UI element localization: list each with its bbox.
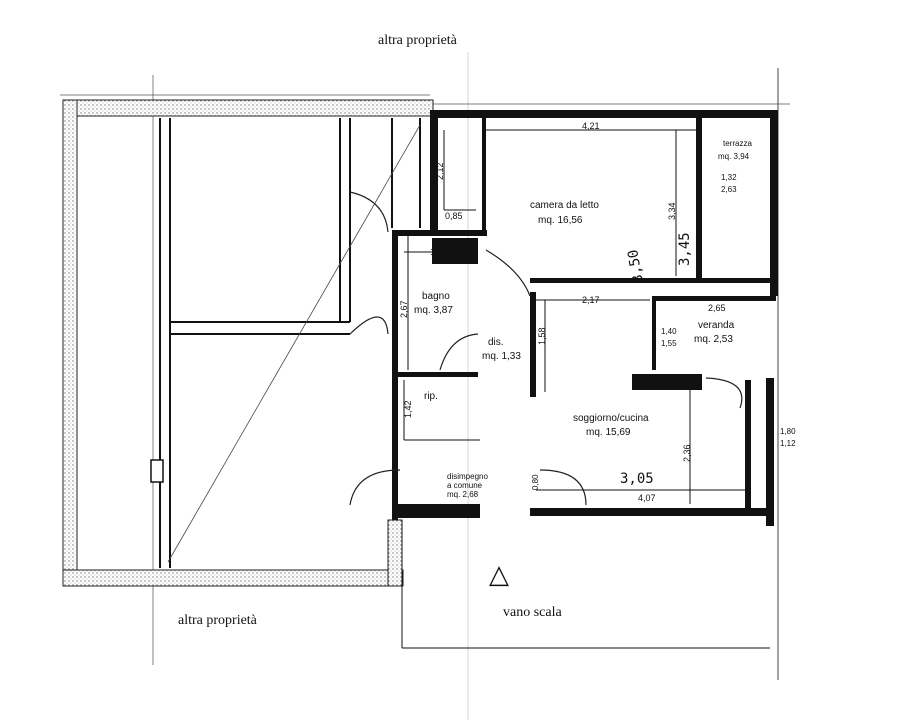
left-block-interior [159, 118, 421, 568]
room-bagno-area: mq. 3,87 [414, 305, 453, 316]
stair-area [401, 520, 770, 649]
diagonal-line [167, 124, 421, 563]
dim-1-40: 1,40 [661, 327, 677, 336]
hand-3-45: 3,45 [677, 232, 693, 266]
room-veranda-name: veranda [698, 320, 735, 331]
room-camera-area: mq. 16,56 [538, 215, 583, 226]
dim-2-17: 2,17 [582, 295, 600, 305]
door-swings [349, 191, 743, 506]
dim-1-42: 1,42 [403, 400, 413, 418]
dim-2-67: 2,67 [399, 300, 409, 318]
dim-1-12: 1,12 [780, 439, 796, 448]
dim-4-21: 4,21 [582, 121, 600, 131]
room-soggiorno-name: soggiorno/cucina [573, 413, 649, 424]
dim-0-80: 0,80 [531, 474, 540, 490]
dimension-lines [403, 129, 750, 504]
dim-1-58: 1,58 [537, 327, 547, 345]
label-vano-scala: vano scala [503, 605, 562, 620]
room-dis-name: dis. [488, 337, 504, 348]
left-block-window [150, 459, 164, 483]
room-terrazza-name: terrazza [723, 139, 752, 148]
label-altra-proprieta-bottom: altra proprietà [178, 613, 257, 628]
dim-0-85: 0,85 [445, 211, 463, 221]
dim-1-45: 1,45 [430, 247, 448, 257]
room-bagno-name: bagno [422, 291, 450, 302]
dim-3-34: 3,34 [667, 202, 677, 220]
room-soggiorno-area: mq. 15,69 [586, 427, 631, 438]
room-terrazza-area: mq. 3,94 [718, 152, 750, 161]
room-camera-name: camera da letto [530, 200, 599, 211]
dim-4-07: 4,07 [638, 493, 656, 503]
left-block-walls [62, 99, 434, 587]
room-disimpegno-area: mq. 2,68 [447, 490, 479, 499]
room-veranda-area: mq. 2,53 [694, 334, 733, 345]
hand-3-05: 3,05 [620, 471, 654, 487]
stair-triangle-icon: △ [489, 560, 509, 590]
label-altra-proprieta-top: altra proprietà [378, 33, 457, 48]
apartment-walls [392, 110, 778, 526]
room-rip-name: rip. [424, 391, 438, 402]
dim-2-63: 2,63 [721, 185, 737, 194]
dim-2-65: 2,65 [708, 303, 726, 313]
dim-1-32: 1,32 [721, 173, 737, 182]
dim-2-12: 2,12 [435, 162, 445, 180]
dim-1-80: 1,80 [780, 427, 796, 436]
room-disimpegno-sub: a comune [447, 481, 483, 490]
dim-2-36: 2,36 [682, 444, 692, 462]
room-disimpegno-name: disimpegno [447, 472, 488, 481]
dim-1-55: 1,55 [661, 339, 677, 348]
room-dis-area: mq. 1,33 [482, 351, 521, 362]
